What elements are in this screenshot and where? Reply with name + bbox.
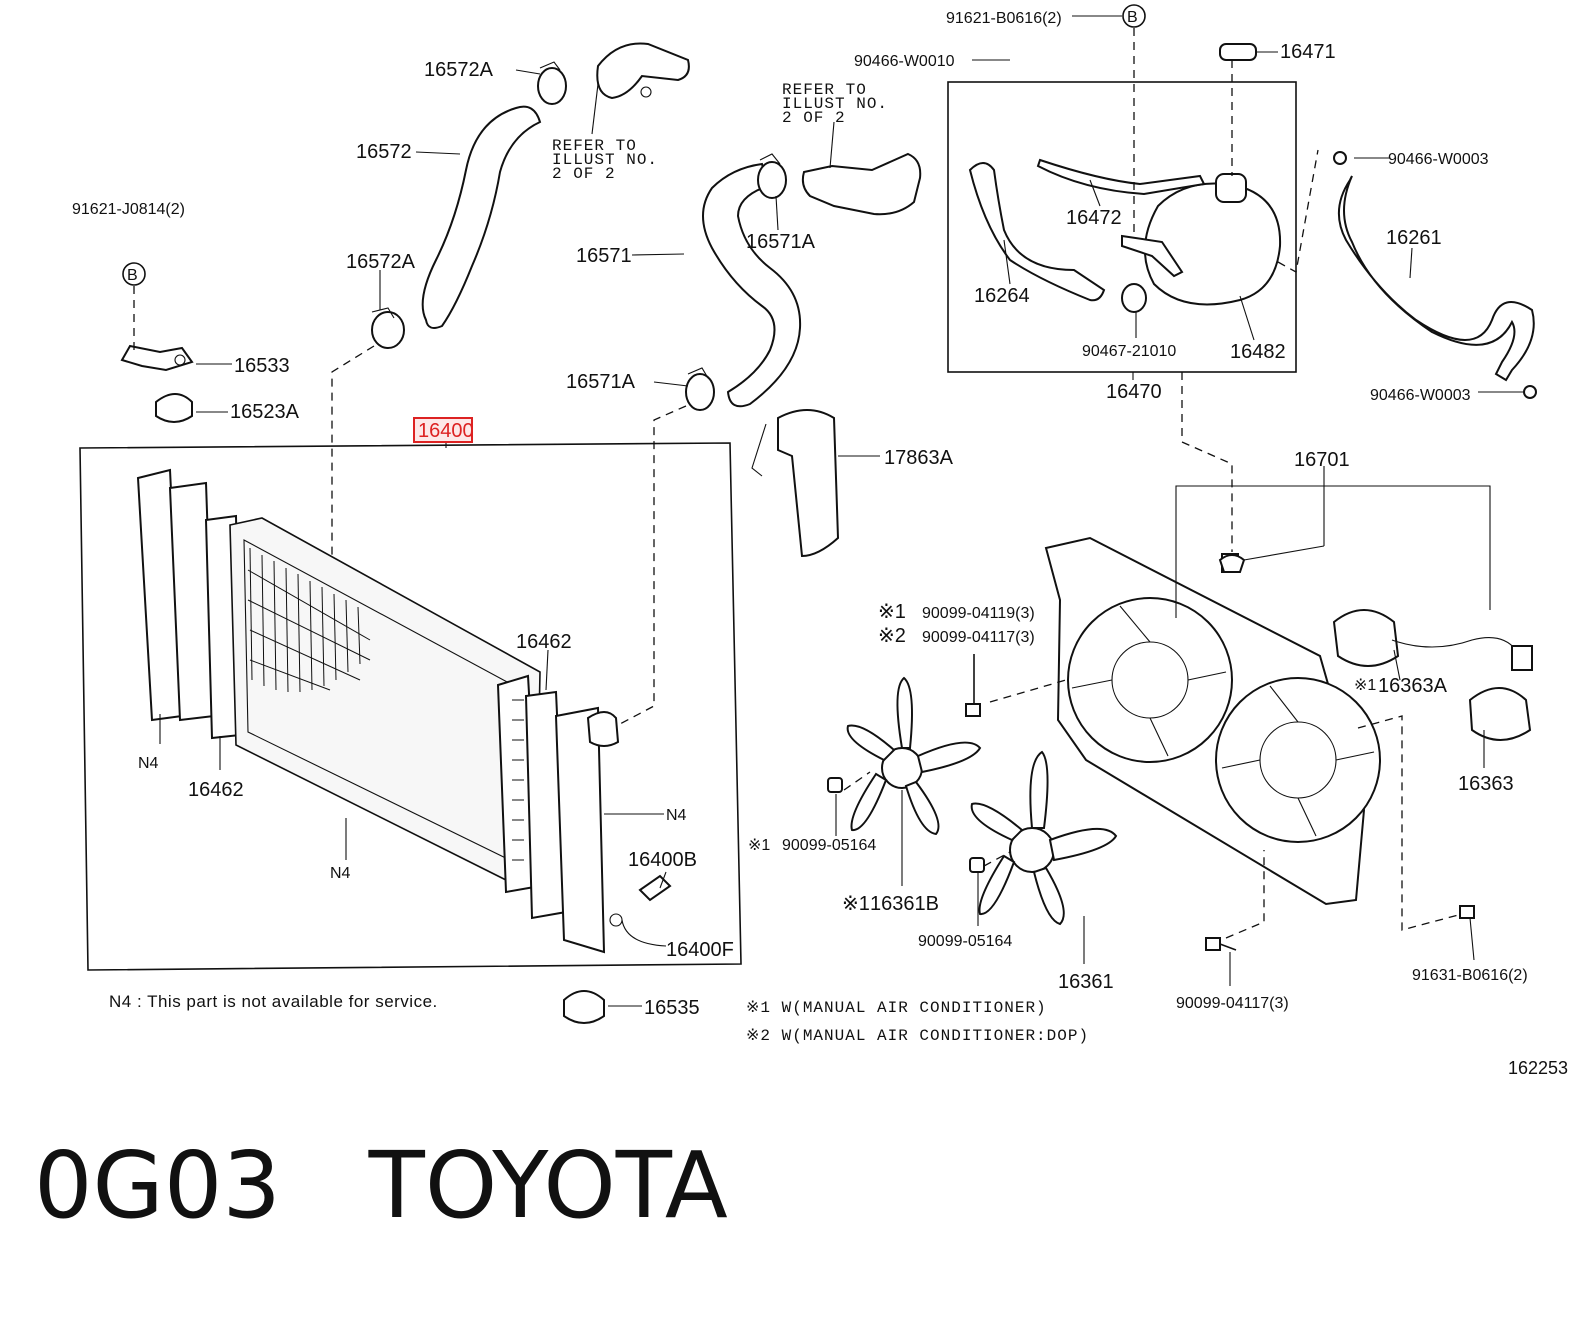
not-available-note: N4 : This part is not available for serv…: [109, 992, 438, 1011]
clamp-16571A-top: [757, 153, 787, 199]
label-16572A-mid[interactable]: 16572A: [346, 251, 416, 273]
refer-note-left-line3: 2 OF 2: [552, 165, 616, 183]
highlight-16400[interactable]: [413, 417, 473, 443]
label-16400B[interactable]: 16400B: [628, 849, 697, 871]
bolt-91631-B0616: [1459, 905, 1475, 919]
fan-16361B: [846, 676, 982, 836]
fan-motor-16363A: [1332, 609, 1533, 671]
label-90466-W0003-top[interactable]: 90466-W0003: [1388, 151, 1489, 168]
circle-b-text: B: [127, 267, 138, 284]
radiator-assembly: [79, 442, 742, 971]
mark-1-b: ※1: [1354, 677, 1376, 694]
label-16535[interactable]: 16535: [644, 997, 700, 1019]
thermostat-housing-top: [596, 42, 690, 100]
label-90466-W0010[interactable]: 90466-W0010: [854, 53, 955, 70]
label-91621-J0814[interactable]: 91621-J0814(2): [72, 201, 185, 218]
air-guide-17863A: [751, 409, 840, 558]
label-16572[interactable]: 16572: [356, 141, 412, 163]
label-16533[interactable]: 16533: [234, 355, 290, 377]
label-16470[interactable]: 16470: [1106, 381, 1162, 403]
label-16400F[interactable]: 16400F: [666, 939, 734, 961]
label-90099-04117-b[interactable]: 90099-04117(3): [1176, 995, 1289, 1012]
clamp-16572A-mid: [371, 307, 405, 349]
label-N4-bottom[interactable]: N4: [330, 865, 351, 882]
hose-16571: [702, 162, 802, 408]
mark-1-c: ※1: [748, 837, 770, 854]
fan-shroud-16701: [1044, 536, 1381, 906]
fan-16361: [970, 750, 1118, 926]
nut-90099-05164-b: [969, 857, 985, 873]
label-16571A-top[interactable]: 16571A: [746, 231, 816, 253]
label-16462-right[interactable]: 16462: [516, 631, 572, 653]
label-16571A-bot[interactable]: 16571A: [566, 371, 636, 393]
water-outlet-right: [801, 152, 922, 216]
clamp-16572A-top: [537, 61, 567, 105]
label-16462-left[interactable]: 16462: [188, 779, 244, 801]
refer-note-left-line2: ILLUST NO.: [552, 151, 658, 169]
label-16363A[interactable]: 16363A: [1378, 675, 1448, 697]
mark-1-d: ※1: [842, 893, 870, 915]
upper-hose-16572: [421, 105, 542, 329]
circle-b-text: B: [1127, 9, 1138, 26]
refer-note-left-line1: REFER TO: [552, 137, 637, 155]
label-16482[interactable]: 16482: [1230, 341, 1286, 363]
circle-b-marker-left: B: [122, 262, 146, 286]
refer-note-right-line1: REFER TO: [782, 81, 867, 99]
label-90099-05164-a[interactable]: 90099-05164: [782, 837, 876, 854]
bolt-90099-04119: [965, 654, 981, 717]
cushion-16535: [563, 990, 605, 1024]
clamp-16571A-bot: [685, 367, 715, 411]
label-16701[interactable]: 16701: [1294, 449, 1350, 471]
label-N4-right[interactable]: N4: [666, 807, 687, 824]
fan-motor-16363: [1468, 687, 1532, 741]
label-16572A-top[interactable]: 16572A: [424, 59, 494, 81]
label-90099-04119[interactable]: 90099-04119(3): [922, 605, 1035, 622]
label-90099-04117-a[interactable]: 90099-04117(3): [922, 629, 1035, 646]
clip-16701: [1218, 554, 1246, 573]
label-17863A[interactable]: 17863A: [884, 447, 954, 469]
reservoir-assembly: [947, 43, 1297, 373]
label-16571[interactable]: 16571: [576, 245, 632, 267]
label-91631-B0616[interactable]: 91631-B0616(2): [1412, 967, 1528, 984]
label-90466-W0003-bot[interactable]: 90466-W0003: [1370, 387, 1471, 404]
cushion-16523A: [155, 393, 193, 423]
footnote-2: ※2 W(MANUAL AIR CONDITIONER:DOP): [746, 1027, 1089, 1045]
dashed-guide-lines: [133, 28, 1463, 939]
footer-title: 0G03 TOYOTA: [34, 1132, 728, 1239]
bolt-90099-04117-b: [1205, 937, 1237, 951]
mark-1-a: ※1: [878, 601, 906, 623]
label-N4-left[interactable]: N4: [138, 755, 159, 772]
refer-note-right-line3: 2 OF 2: [782, 109, 846, 127]
diagram-number: 162253: [1508, 1058, 1569, 1078]
overflow-hose-16261: [1337, 175, 1535, 382]
label-16261[interactable]: 16261: [1386, 227, 1442, 249]
mark-2-a: ※2: [878, 625, 906, 647]
label-16361B[interactable]: 16361B: [870, 893, 939, 915]
bracket-16533: [120, 344, 194, 372]
label-16400[interactable]: 16400: [418, 420, 474, 442]
part-labels: 91621-B0616(2) 90466-W0010 16471 16572A …: [72, 10, 1528, 1045]
label-16264[interactable]: 16264: [974, 285, 1030, 307]
footnote-1: ※1 W(MANUAL AIR CONDITIONER): [746, 999, 1047, 1017]
label-16361[interactable]: 16361: [1058, 971, 1114, 993]
label-16523A[interactable]: 16523A: [230, 401, 300, 423]
circle-b-marker-top: B: [1122, 4, 1146, 28]
label-16471[interactable]: 16471: [1280, 41, 1336, 63]
refer-note-right-line2: ILLUST NO.: [782, 95, 888, 113]
label-16472[interactable]: 16472: [1066, 207, 1122, 229]
label-90099-05164-b[interactable]: 90099-05164: [918, 933, 1012, 950]
label-16363[interactable]: 16363: [1458, 773, 1514, 795]
nut-90099-05164-a: [827, 777, 843, 793]
label-91621-B0616[interactable]: 91621-B0616(2): [946, 10, 1062, 27]
label-90467-21010[interactable]: 90467-21010: [1082, 343, 1176, 360]
leader-lines: [159, 15, 1524, 1007]
